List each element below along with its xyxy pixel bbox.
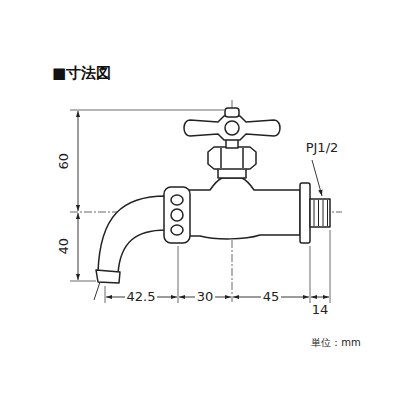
center-lines xyxy=(70,100,342,302)
dimension-value: 30 xyxy=(195,290,216,304)
faucet xyxy=(96,108,330,283)
extension-lines xyxy=(70,110,330,303)
unit-note: 単位：mm xyxy=(309,337,362,348)
thread-line xyxy=(323,200,324,226)
thread-spec: PJ1/2 xyxy=(304,141,341,155)
dimension-value: 14 xyxy=(310,303,331,317)
dimension-value: 40 xyxy=(57,236,71,257)
dimension-lines xyxy=(78,111,329,300)
thread-line xyxy=(318,200,319,226)
dimension-value: 60 xyxy=(57,151,71,172)
drawing-title: ■寸法図 xyxy=(52,64,111,83)
thread-line xyxy=(327,200,328,226)
dimension-value: 45 xyxy=(261,290,282,304)
dimension-value: 42.5 xyxy=(125,290,158,304)
thread-lines xyxy=(314,200,328,226)
thread-line xyxy=(314,200,315,226)
